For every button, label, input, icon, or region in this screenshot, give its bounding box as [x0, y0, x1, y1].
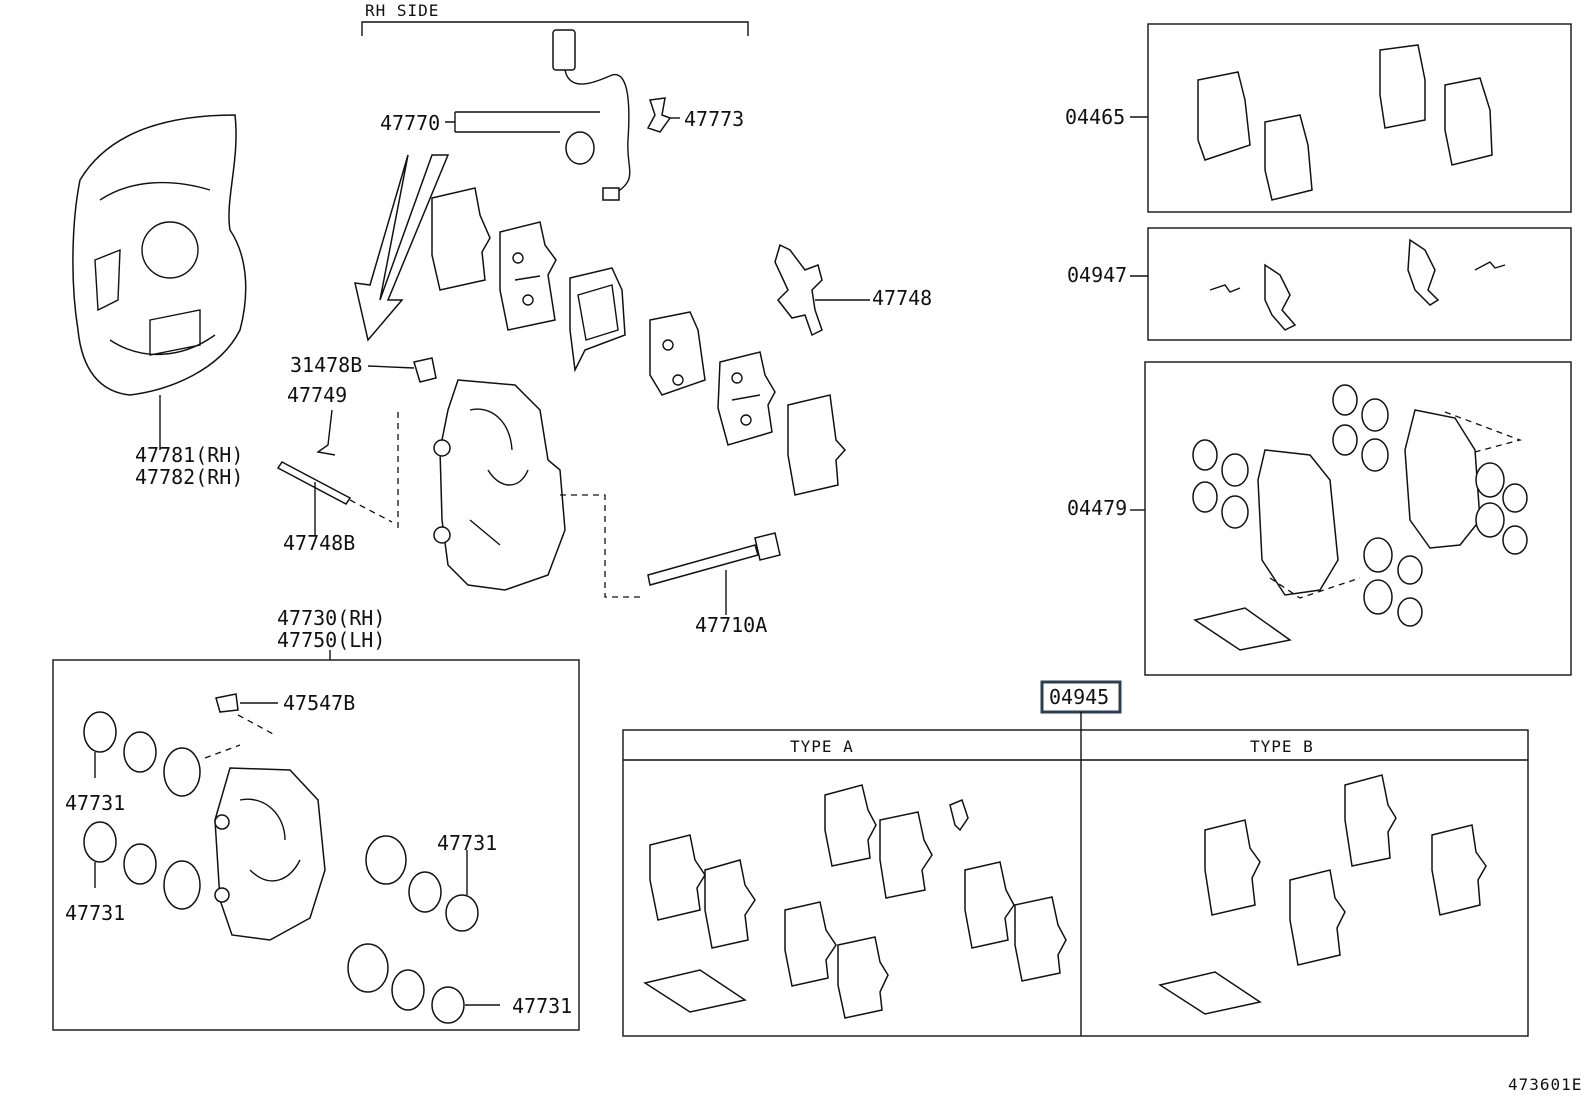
kit-04947-box: 04947 — [1067, 227, 1572, 341]
kit-04945-group: 04945 TYPE A TYPE B — [622, 680, 1529, 1037]
callout-47770: 47770 — [380, 111, 440, 135]
caliper-assembly-box: 47730(RH) 47750(LH) 47547B 47731 47731 4… — [52, 606, 580, 1031]
callout-47782: 47782(RH) — [135, 465, 243, 489]
wear-sensor-illustration: 47770 47773 — [380, 29, 744, 201]
direction-arrow — [354, 154, 450, 342]
callout-47710A: 47710A — [695, 613, 767, 637]
callout-31478B: 31478B — [290, 353, 362, 377]
callout-47750: 47750(LH) — [277, 628, 385, 652]
dust-shield-illustration: 47781(RH) 47782(RH) — [72, 114, 247, 489]
callout-04465: 04465 — [1065, 105, 1125, 129]
pad-and-shim-group — [431, 187, 847, 496]
rh-side-bracket: RH SIDE — [361, 1, 749, 36]
callout-04479: 04479 — [1067, 496, 1127, 520]
kit-04479-box: 04479 — [1067, 361, 1572, 676]
type-a-header: TYPE A — [790, 737, 854, 756]
callout-47748: 47748 — [872, 286, 932, 310]
anti-rattle-spring-illustration: 47748 — [774, 243, 932, 337]
callout-47730: 47730(RH) — [277, 606, 385, 630]
callout-47547B: 47547B — [283, 691, 355, 715]
figure-id: 473601E — [1508, 1075, 1582, 1094]
callout-47731-d: 47731 — [512, 994, 572, 1018]
caliper-bolt-illustration: 47710A — [647, 532, 781, 637]
callout-47748B: 47748B — [283, 531, 355, 555]
callout-47749: 47749 — [287, 383, 347, 407]
pin-and-clip-illustration: 47749 47748B — [276, 383, 393, 555]
callout-47731-a: 47731 — [65, 791, 125, 815]
bushing-illustration: 31478B — [290, 353, 437, 383]
callout-47781: 47781(RH) — [135, 443, 243, 467]
type-b-header: TYPE B — [1250, 737, 1314, 756]
callout-04947: 04947 — [1067, 263, 1127, 287]
kit-04465-box: 04465 — [1065, 23, 1572, 213]
callout-47731-c: 47731 — [437, 831, 497, 855]
callout-47731-b: 47731 — [65, 901, 125, 925]
callout-04945: 04945 — [1049, 685, 1109, 709]
callout-47773: 47773 — [684, 107, 744, 131]
caliper-illustration — [397, 379, 645, 598]
rh-side-label: RH SIDE — [365, 1, 439, 20]
